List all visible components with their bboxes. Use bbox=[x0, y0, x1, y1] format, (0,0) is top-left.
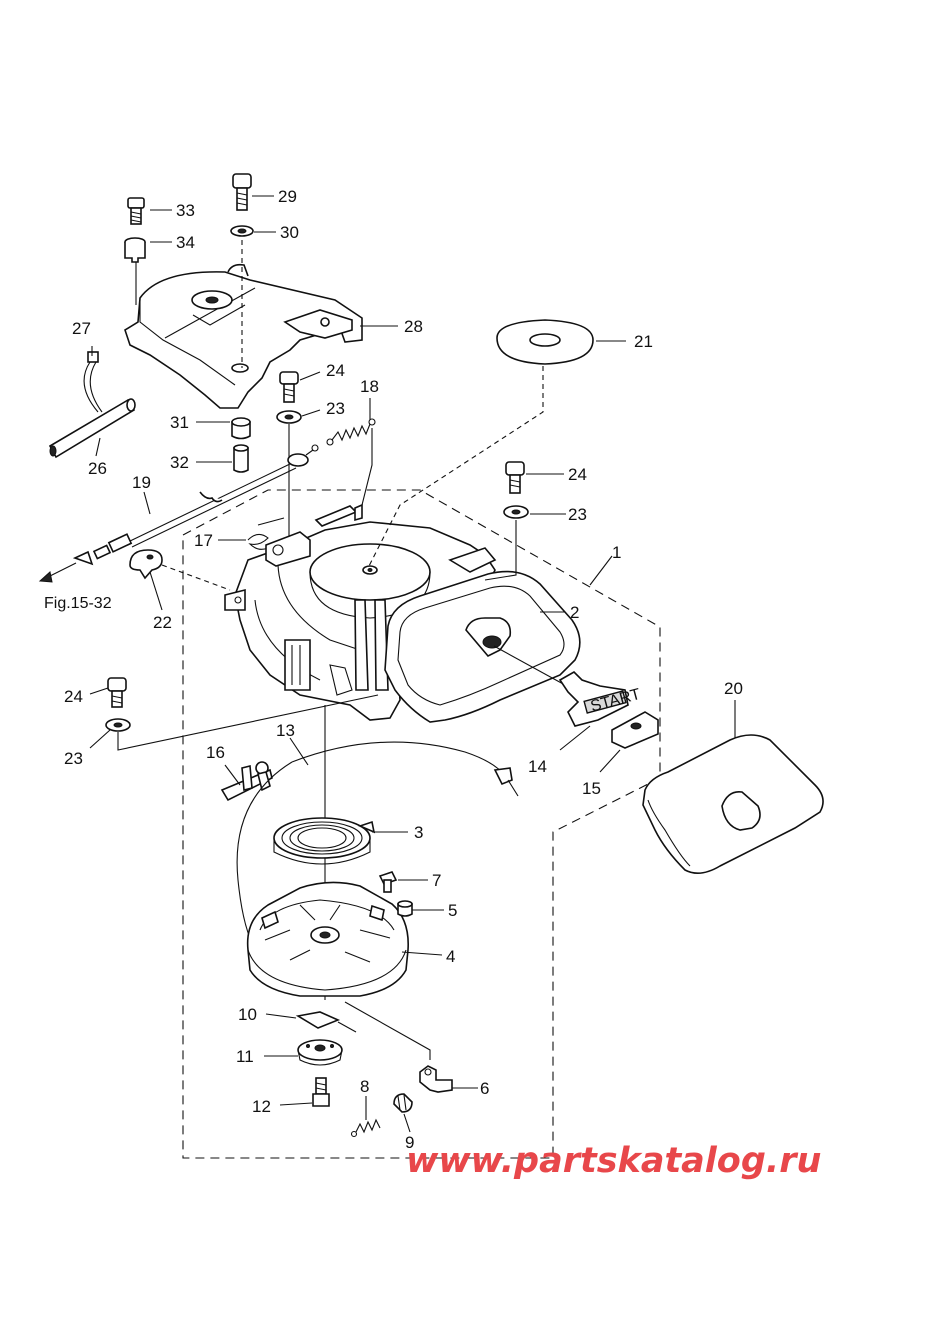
callout-28: 28 bbox=[404, 317, 423, 336]
callout-31: 31 bbox=[170, 413, 189, 432]
bolt-24-right bbox=[505, 461, 525, 494]
callout-24-right: 24 bbox=[568, 465, 587, 484]
callout-13: 13 bbox=[276, 721, 295, 740]
callout-7: 7 bbox=[432, 871, 441, 890]
spring-17 bbox=[247, 517, 285, 550]
callout-32: 32 bbox=[170, 453, 189, 472]
screw-7 bbox=[378, 871, 398, 893]
callout-14: 14 bbox=[528, 757, 547, 776]
bolt-33 bbox=[127, 197, 145, 225]
collar-34 bbox=[124, 237, 146, 263]
handle-cup-2 bbox=[384, 570, 581, 723]
callout-23-right: 23 bbox=[568, 505, 587, 524]
callout-29: 29 bbox=[278, 187, 297, 206]
bolt-12 bbox=[312, 1077, 330, 1107]
callout-16: 16 bbox=[206, 743, 225, 762]
callout-labels: 33 34 29 30 28 27 26 21 24 23 18 31 32 1… bbox=[44, 187, 743, 1152]
callout-8: 8 bbox=[360, 1077, 369, 1096]
spring-9 bbox=[393, 1093, 413, 1113]
washer-23-right bbox=[503, 505, 529, 519]
collar-5 bbox=[397, 900, 413, 917]
callout-6: 6 bbox=[480, 1079, 489, 1098]
throttle-cable-19 bbox=[72, 444, 319, 566]
callout-5: 5 bbox=[448, 901, 457, 920]
callout-3: 3 bbox=[414, 823, 423, 842]
callout-11: 11 bbox=[236, 1047, 254, 1066]
bolt-24-left bbox=[107, 677, 127, 708]
bolt-24-top bbox=[279, 371, 299, 403]
reel-4 bbox=[246, 881, 409, 997]
callout-10: 10 bbox=[238, 1005, 257, 1024]
callout-19: 19 bbox=[132, 473, 151, 492]
figure-reference: Fig.15-32 bbox=[44, 595, 112, 612]
callout-leaders bbox=[89, 195, 736, 1133]
pad-20 bbox=[642, 734, 824, 874]
callout-26: 26 bbox=[88, 459, 107, 478]
washer-23-top bbox=[276, 410, 302, 424]
starter-housing bbox=[224, 503, 497, 721]
leader-23-right bbox=[484, 520, 517, 581]
tube-26 bbox=[48, 398, 136, 459]
callout-15: 15 bbox=[582, 779, 601, 798]
arrow-head bbox=[38, 571, 53, 583]
callout-4: 4 bbox=[446, 947, 455, 966]
washer-21 bbox=[496, 319, 594, 365]
callout-2: 2 bbox=[570, 603, 579, 622]
washer-30 bbox=[230, 225, 254, 237]
recoil-spring-3 bbox=[273, 817, 376, 865]
spring-18 bbox=[326, 418, 376, 446]
grommet-22 bbox=[129, 549, 163, 580]
callout-21: 21 bbox=[634, 332, 653, 351]
callout-20: 20 bbox=[724, 679, 743, 698]
pawl-6 bbox=[419, 1065, 453, 1093]
leader-21-dashed bbox=[367, 366, 544, 569]
callout-12: 12 bbox=[252, 1097, 271, 1116]
callout-1: 1 bbox=[612, 543, 621, 562]
cable-clip-27 bbox=[83, 351, 103, 413]
callout-27: 27 bbox=[72, 319, 91, 338]
callout-34: 34 bbox=[176, 233, 195, 252]
watermark-text: www.partskatalog.ru bbox=[406, 1141, 821, 1181]
callout-23-left: 23 bbox=[64, 749, 83, 768]
callout-9: 9 bbox=[405, 1133, 414, 1152]
top-cover-28 bbox=[124, 263, 363, 409]
callout-30: 30 bbox=[280, 223, 299, 242]
collar-31 bbox=[231, 417, 251, 440]
callout-33: 33 bbox=[176, 201, 195, 220]
leader-22 bbox=[161, 564, 231, 591]
callout-24-left: 24 bbox=[64, 687, 83, 706]
callout-23-top: 23 bbox=[326, 399, 345, 418]
callout-24-top: 24 bbox=[326, 361, 345, 380]
callout-17: 17 bbox=[194, 531, 213, 550]
plate-11 bbox=[297, 1039, 343, 1066]
bolt-29 bbox=[232, 173, 252, 211]
spring-8 bbox=[350, 1118, 381, 1138]
leader-reel-to-6 bbox=[344, 1001, 431, 1060]
callout-18: 18 bbox=[360, 377, 379, 396]
pawl-10 bbox=[295, 1011, 357, 1033]
washer-23-left bbox=[105, 718, 131, 732]
callout-22: 22 bbox=[153, 613, 172, 632]
spacer-32 bbox=[233, 444, 249, 473]
leader-23-left bbox=[117, 694, 379, 751]
leader-18-down bbox=[361, 428, 373, 506]
bracket-16 bbox=[220, 761, 273, 802]
insert-15 bbox=[611, 711, 659, 749]
